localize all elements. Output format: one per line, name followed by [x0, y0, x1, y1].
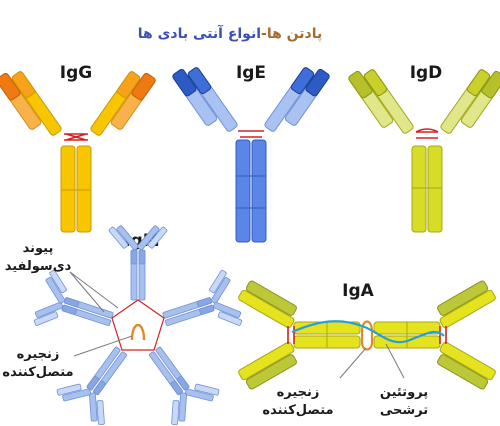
igd-label: IgD: [410, 63, 443, 83]
igg-label: IgG: [60, 63, 92, 83]
igm-monomer: [148, 346, 220, 426]
ige-antibody: IgE: [172, 63, 330, 243]
jchain-right-line2: متصل‌کننده: [262, 403, 333, 418]
jchain-right-pointer: [339, 347, 367, 379]
title-part-blue: انواع آنتی بادی ها: [138, 24, 261, 42]
igm-monomer: [33, 269, 114, 327]
title-part-brown: پادتن ها: [267, 26, 322, 42]
jchain-right-line1: زنجیره: [277, 385, 320, 400]
jchain-left-pointer: [73, 335, 133, 357]
ige-label: IgE: [236, 63, 266, 83]
iga-antibody: IgA: [238, 280, 496, 390]
igm-j-chain: [130, 323, 146, 341]
title-dash: -: [261, 26, 267, 42]
jchain-left-line1: زنجیره: [17, 347, 60, 362]
disulfide-pointer: [69, 271, 119, 309]
igd-antibody: IgD: [348, 63, 500, 233]
disulfide-label-line1: پیوند: [23, 241, 54, 256]
igm-monomer: [108, 225, 168, 301]
igg-antibody: IgG: [0, 63, 156, 233]
secretory-line1: پروتئین: [380, 385, 428, 400]
jchain-left-line2: متصل‌کننده: [2, 365, 73, 380]
igm-antibody: IgM: [33, 225, 243, 426]
secretory-component: [291, 320, 445, 344]
disulfide-label-line2: دی‌سولفید: [5, 259, 72, 274]
secretory-line2: ترشحی: [380, 403, 428, 418]
secretory-pointer: [385, 343, 405, 379]
igm-monomer: [162, 269, 243, 327]
iga-j-chain: [360, 320, 374, 351]
igm-monomer: [56, 346, 128, 426]
diagram-title: پادتن ها-انواع آنتی بادی ها: [138, 24, 322, 42]
iga-label: IgA: [342, 281, 374, 301]
